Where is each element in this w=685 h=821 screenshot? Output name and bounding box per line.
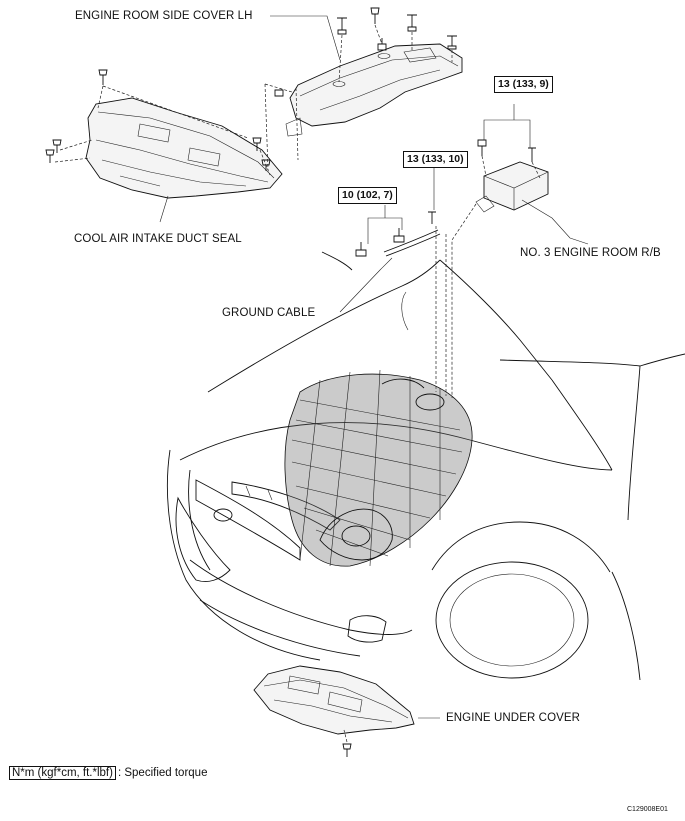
engine-room-side-cover-lh-part	[285, 43, 463, 137]
no3-engine-room-relay-block-label: NO. 3 ENGINE ROOM R/B	[520, 247, 661, 259]
side-cover-clips	[274, 7, 457, 97]
engine-under-cover-label: ENGINE UNDER COVER	[446, 712, 581, 724]
torque-legend-text: : Specified torque	[117, 767, 208, 779]
duct-seal-leader	[159, 195, 169, 223]
relay-block-torque-box: 13 (133, 9)	[494, 76, 553, 93]
torque-legend: N*m (kgf*cm, ft.*lbf): Specified torque	[9, 766, 207, 780]
cool-air-intake-duct-seal-part	[85, 97, 283, 199]
ground-cable-label: GROUND CABLE	[222, 307, 316, 319]
engine-assembly	[284, 369, 473, 567]
ground-cable-bolt-torque-box: 13 (133, 10)	[403, 151, 468, 168]
ground-cable-nut-torque-box: 10 (102, 7)	[338, 187, 397, 204]
ground-cable-part	[321, 168, 441, 271]
engine-room-side-cover-lh-label: ENGINE ROOM SIDE COVER LH	[75, 10, 253, 22]
relay-block-leader	[521, 199, 589, 245]
figure-code: C129008E01	[627, 806, 668, 813]
vehicle-outline	[166, 259, 685, 681]
relay-block-position-line	[451, 203, 477, 398]
engine-under-cover-part	[253, 665, 415, 757]
duct-seal-clips	[45, 69, 299, 176]
cool-air-intake-duct-seal-label: COOL AIR INTAKE DUCT SEAL	[74, 233, 242, 245]
torque-unit-box: N*m (kgf*cm, ft.*lbf)	[9, 766, 116, 780]
ground-cable-leader	[339, 257, 393, 313]
no3-engine-room-relay-block-part	[475, 104, 549, 213]
side-cover-leader	[270, 15, 341, 61]
